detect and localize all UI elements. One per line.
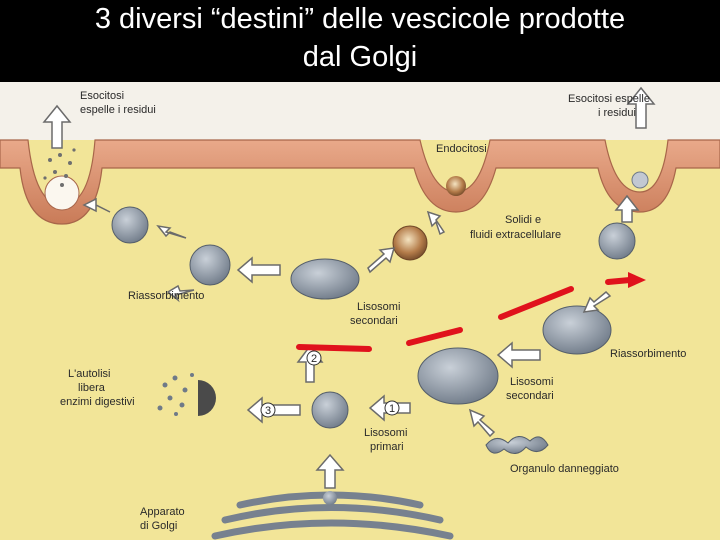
step-2-label: 2 (311, 353, 317, 365)
label-autolisi-2: libera (78, 382, 106, 394)
slide-title-line-2: dal Golgi (302, 41, 418, 73)
secondary-lysosome-left (290, 258, 360, 300)
label-endocitosi: Endocitosi (436, 143, 487, 155)
label-apparato-1: Apparato (140, 506, 185, 518)
exocytosis-residue-right (631, 171, 649, 189)
phagosome-right (598, 222, 636, 260)
label-esocitosi-left-2: espelle i residui (80, 104, 156, 116)
label-lisosomi-primari-2: primari (370, 441, 404, 453)
secondary-lysosome-right (417, 347, 499, 405)
label-apparato-2: di Golgi (140, 520, 177, 532)
red-highlight-lines (296, 277, 633, 352)
label-lisosomi-secondari-left-2: secondari (350, 315, 398, 327)
label-lisosomi-primari-1: Lisosomi (364, 427, 407, 439)
label-organulo-danneggiato: Organulo danneggiato (510, 463, 619, 475)
extracellular-area (0, 82, 720, 140)
damaged-organelle (485, 436, 549, 454)
label-esocitosi-right-1: Esocitosi espelle (568, 93, 650, 105)
endocytosis-particle (446, 176, 466, 196)
step-markers: 1 2 3 (260, 350, 400, 418)
residual-body-vesicle (111, 206, 149, 244)
step-1-label: 1 (389, 403, 395, 415)
step-3-label: 3 (265, 405, 271, 417)
label-autolisi-3: enzimi digestivi (60, 396, 135, 408)
secondary-lysosome-left-small (189, 244, 231, 286)
slide-title-line-1: 3 diversi “destini” delle vescicole prod… (94, 3, 626, 35)
red-arrowhead (628, 272, 646, 288)
label-lisosomi-secondari-right-2: secondari (506, 390, 554, 402)
label-solidi-1: Solidi e (505, 214, 541, 226)
label-solidi-2: fluidi extracellulare (470, 229, 561, 241)
label-lisosomi-secondari-left-1: Lisosomi (357, 301, 400, 313)
released-residues-left (43, 148, 76, 187)
autolysis-fragments (157, 373, 216, 416)
exocytosis-vesicle-left (44, 175, 80, 211)
label-riassorbimento-right: Riassorbimento (610, 348, 686, 360)
slide-title: 3 diversi “destini” delle vescicole prod… (0, 0, 720, 76)
primary-lysosome (311, 391, 349, 429)
label-autolisi-1: L'autolisi (68, 368, 110, 380)
endocytic-vesicle (392, 225, 428, 261)
label-lisosomi-secondari-right-1: Lisosomi (510, 376, 553, 388)
plasma-membrane (0, 139, 720, 225)
label-esocitosi-right-2: i residui (598, 107, 636, 119)
label-esocitosi-left-1: Esocitosi (80, 90, 124, 102)
secondary-lysosome-right-upper (542, 305, 612, 355)
golgi-bud (323, 491, 337, 505)
label-riassorbimento-left: Riassorbimento (128, 290, 204, 302)
